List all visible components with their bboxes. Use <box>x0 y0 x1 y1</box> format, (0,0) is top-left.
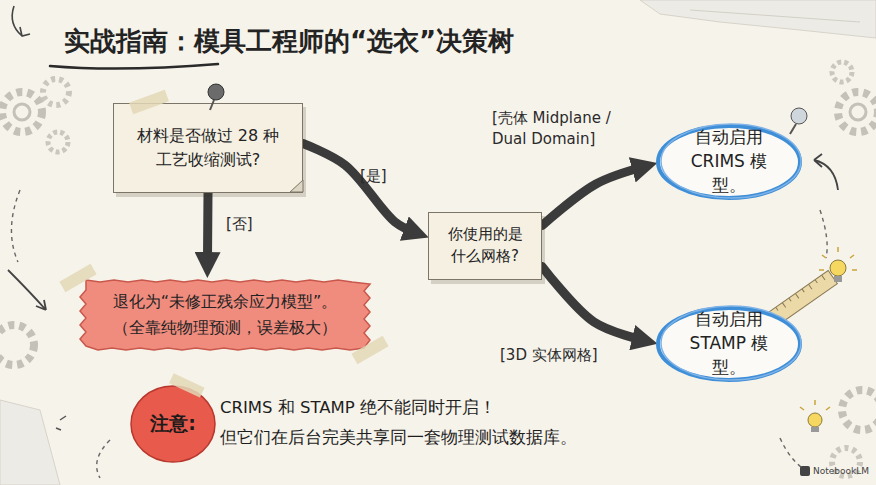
sketch-mark <box>56 416 66 430</box>
gear <box>842 390 876 430</box>
gear <box>832 62 852 82</box>
node-body-text: （全靠纯物理预测，误差极大） <box>113 315 337 341</box>
node-outline <box>78 278 372 352</box>
title-underline <box>50 64 218 69</box>
gear <box>14 104 30 120</box>
fallback-band: 退化为“未修正残余应力模型”。（全靠纯物理预测，误差极大） <box>78 278 372 352</box>
bulb-rays <box>819 247 857 270</box>
node-text: 退化为“未修正残余应力模型”。 <box>113 289 338 315</box>
node-body-text: 但它们在后台完美共享同一套物理测试数据库。 <box>220 427 577 449</box>
decision-note: 你使用的是 什么网格? <box>428 212 542 280</box>
node-text: 自动启用 STAMP 模型。 <box>679 308 779 379</box>
light-bulb <box>819 247 857 282</box>
ruler-ticks <box>769 275 825 317</box>
flow-arrow <box>542 167 644 226</box>
watermark-icon <box>800 466 810 476</box>
node-text: 你使用的是 什么网格? <box>445 224 525 268</box>
edge-label: [否] <box>226 214 266 235</box>
bulb-rays <box>800 400 830 410</box>
node-text: 自动启用 CRIMS 模型。 <box>679 126 779 197</box>
sketch-arrow <box>814 154 838 190</box>
flow-arrow <box>303 144 416 233</box>
gear <box>850 104 866 120</box>
sketch-arrow <box>8 270 46 310</box>
pin-head <box>208 84 224 100</box>
bulb-base <box>811 427 819 432</box>
edge-label: [是] <box>360 166 400 187</box>
result-ellipse: 自动启用 STAMP 模型。 <box>655 305 803 383</box>
light-bulb <box>800 400 830 432</box>
ellipse-sketch <box>661 306 801 380</box>
pin-head <box>791 108 807 124</box>
gear <box>48 132 68 152</box>
paper-line <box>690 10 860 22</box>
torn-paper <box>640 0 876 38</box>
node-text: 材料是否做过 28 种 工艺收缩测试? <box>133 124 283 172</box>
node-body-text: CRIMS 和 STAMP 绝不能同时开启！ <box>220 397 496 419</box>
bulb-base <box>834 276 842 282</box>
decision-note: 材料是否做过 28 种 工艺收缩测试? <box>113 103 303 193</box>
circle-fill <box>131 386 215 462</box>
dashed-arrow <box>11 190 20 262</box>
dashed-arrow <box>780 438 805 470</box>
torn-paper <box>0 400 60 485</box>
gear <box>43 79 69 105</box>
push-pin <box>790 108 807 134</box>
edge-label: [壳体 Midplane / Dual Domain] <box>492 108 632 150</box>
bulb-glass <box>808 413 822 427</box>
watermark: NotebookLM <box>813 466 869 476</box>
node-text: 注意: <box>150 411 196 437</box>
pin-needle <box>790 124 796 134</box>
flow-arrow <box>542 266 644 340</box>
ellipse-sketch <box>661 124 801 198</box>
title-text: 实战指南：模具工程师的“选衣”决策树 <box>64 24 514 59</box>
gear <box>2 92 42 132</box>
corner-arrow <box>12 6 30 36</box>
warning-circle: 注意:CRIMS 和 STAMP 绝不能同时开启！但它们在后台完美共享同一套物理… <box>130 385 216 463</box>
result-ellipse: 自动启用 CRIMS 模型。 <box>655 123 803 201</box>
torn-band <box>80 280 370 350</box>
bulb-glass <box>830 260 846 276</box>
dashed-arrow <box>820 210 827 258</box>
edge-label: [3D 实体网格] <box>500 345 630 366</box>
dashed-arrow <box>97 440 110 478</box>
gear <box>0 325 34 365</box>
gear <box>838 92 876 132</box>
flow-arrow <box>203 193 213 264</box>
